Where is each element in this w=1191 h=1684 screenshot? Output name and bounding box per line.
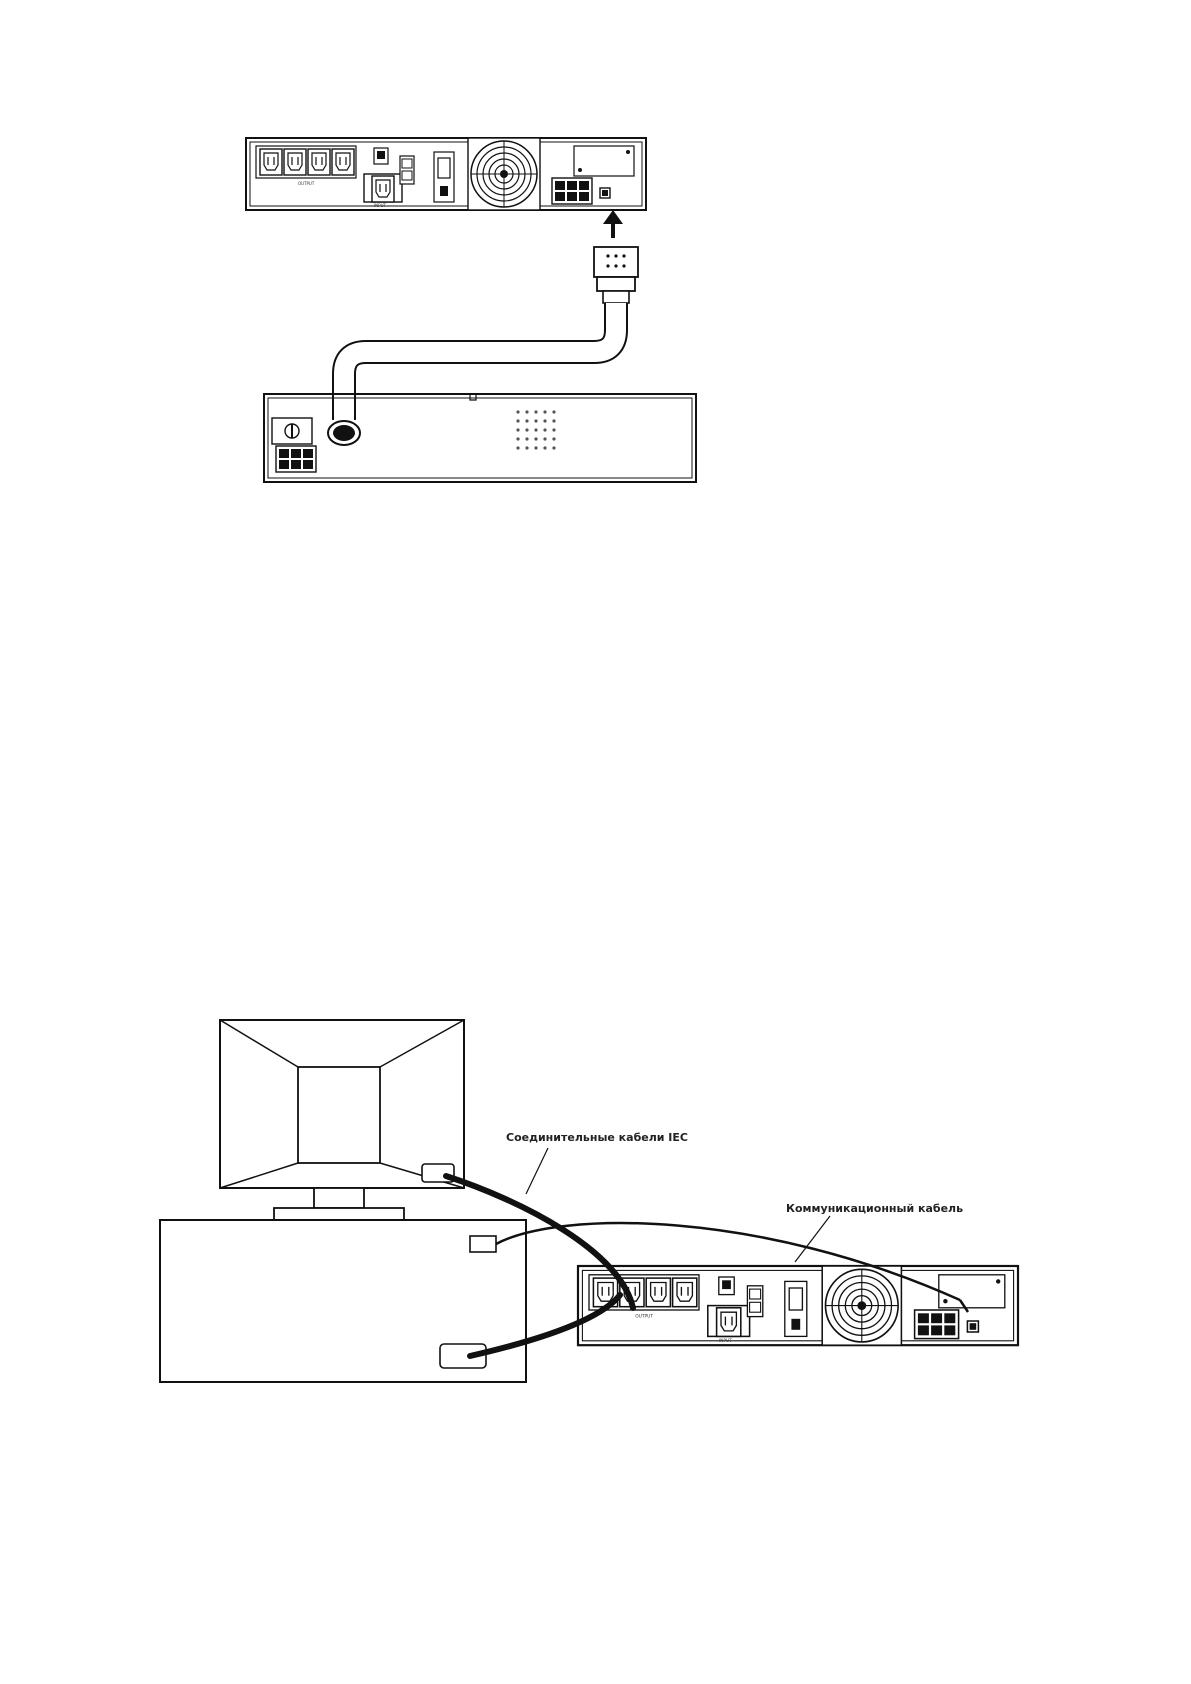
battery-cable xyxy=(327,303,628,446)
iec-label-leader xyxy=(525,1147,549,1195)
battery-cable-plug xyxy=(593,246,639,304)
battery-pack-rear xyxy=(263,393,697,483)
comm-label-leader xyxy=(794,1215,831,1263)
label-comm-cable: Коммуникационный кабель xyxy=(786,1202,963,1215)
diagram-top xyxy=(246,138,697,483)
label-iec-cables: Соединительные кабели IEC xyxy=(506,1131,688,1144)
communication-cable xyxy=(495,1221,970,1313)
computer-case xyxy=(159,1219,527,1383)
arrow-up-icon xyxy=(603,210,623,238)
diagram-bottom: Соединительные кабели IEC Коммуникационн… xyxy=(159,1019,1018,1383)
ups-rear-panel-top xyxy=(246,138,646,210)
monitor xyxy=(219,1019,465,1221)
iec-cables xyxy=(443,1173,636,1359)
ups-rear-panel-bottom xyxy=(578,1266,1018,1345)
